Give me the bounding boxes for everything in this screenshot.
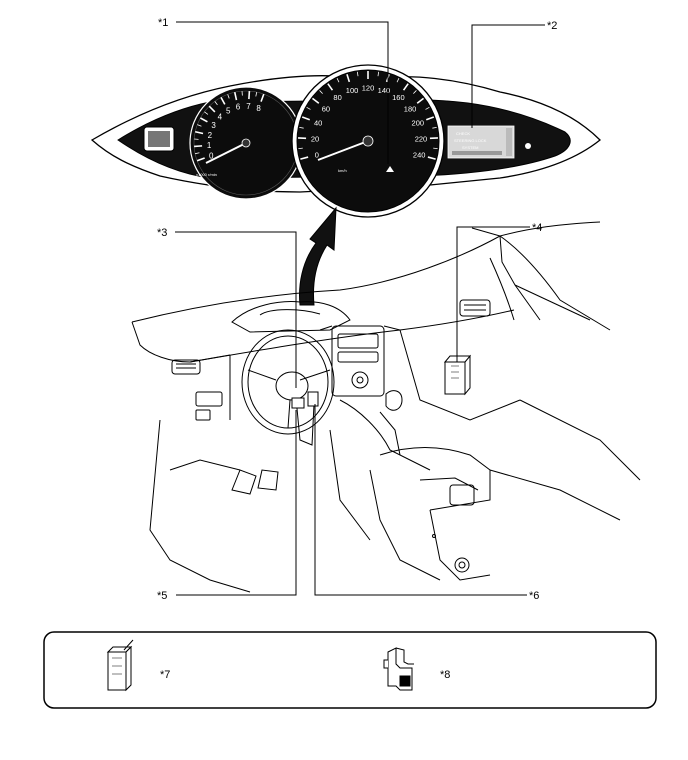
speedometer-scale-label: 160 — [392, 93, 405, 102]
callout-4-label: *4 — [532, 222, 542, 234]
speedometer-scale-label: 120 — [362, 84, 375, 93]
speedometer-unit: km/h — [338, 168, 347, 173]
vehicle-interior — [132, 222, 640, 592]
callout-3-label: *3 — [157, 227, 167, 239]
display-line-2: STEERING LOCK — [454, 138, 487, 143]
callout-5-label: *5 — [157, 590, 167, 602]
tachometer-scale-label: 5 — [226, 106, 231, 115]
tachometer-scale-label: 1 — [207, 141, 212, 150]
tachometer-scale-label: 6 — [236, 103, 241, 112]
speedometer-scale-label: 0 — [315, 150, 319, 159]
callout-1-label: *1 — [158, 17, 168, 29]
speedometer-scale-label: 180 — [404, 104, 417, 113]
tachometer-scale-label: 8 — [256, 104, 261, 113]
callout-6-label: *6 — [529, 590, 539, 602]
speedometer-scale-label: 80 — [333, 93, 341, 102]
tachometer-unit: x1000 r/min — [196, 172, 217, 177]
display-line-3: SYSTEM — [462, 145, 478, 150]
speedometer-scale-label: 100 — [346, 86, 359, 95]
component-legend-box — [44, 632, 656, 708]
speedometer-scale-label: 20 — [311, 134, 319, 143]
speedometer-scale-label: 220 — [415, 134, 428, 143]
tachometer-scale-label: 4 — [218, 113, 223, 122]
tachometer-scale-label: 7 — [246, 102, 251, 111]
speedometer-scale-label: 240 — [413, 150, 426, 159]
tachometer-scale-label: 2 — [208, 131, 213, 140]
callout-8-label: *8 — [440, 669, 450, 681]
speedometer-scale-label: 60 — [322, 104, 330, 113]
tachometer-scale-label: 3 — [211, 121, 216, 130]
callout-7-label: *7 — [160, 669, 170, 681]
speedometer-scale-label: 40 — [314, 118, 322, 127]
tachometer-scale-tick — [194, 146, 202, 147]
speedometer-scale-label: 200 — [412, 118, 425, 127]
display-line-1: CHECK — [456, 131, 470, 136]
callout-2-label: *2 — [547, 20, 557, 32]
tachometer-scale-tick — [249, 91, 250, 99]
